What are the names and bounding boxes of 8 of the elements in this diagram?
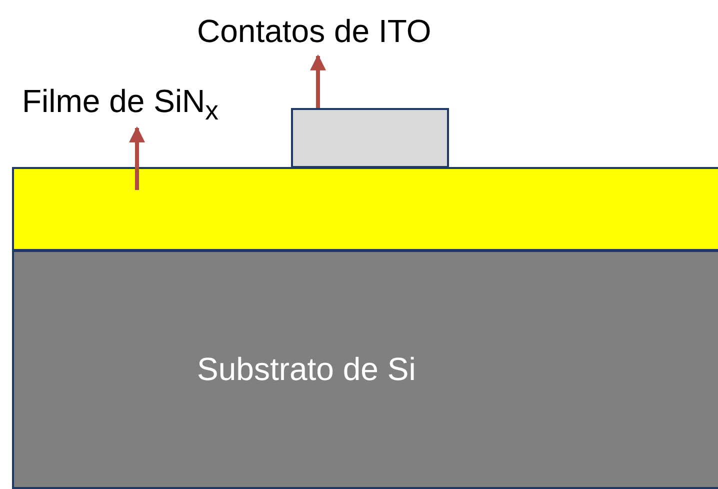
film-layer — [12, 167, 718, 251]
layer-label: Substrato de Si — [197, 352, 416, 388]
leader-arrow — [310, 54, 326, 108]
substrate-layer — [12, 250, 718, 489]
contact-pad — [291, 108, 449, 168]
part-label: Contatos de ITO — [197, 14, 432, 50]
part-label: Filme de SiN$_{x}$ — [22, 84, 218, 126]
leader-arrow — [129, 126, 145, 190]
